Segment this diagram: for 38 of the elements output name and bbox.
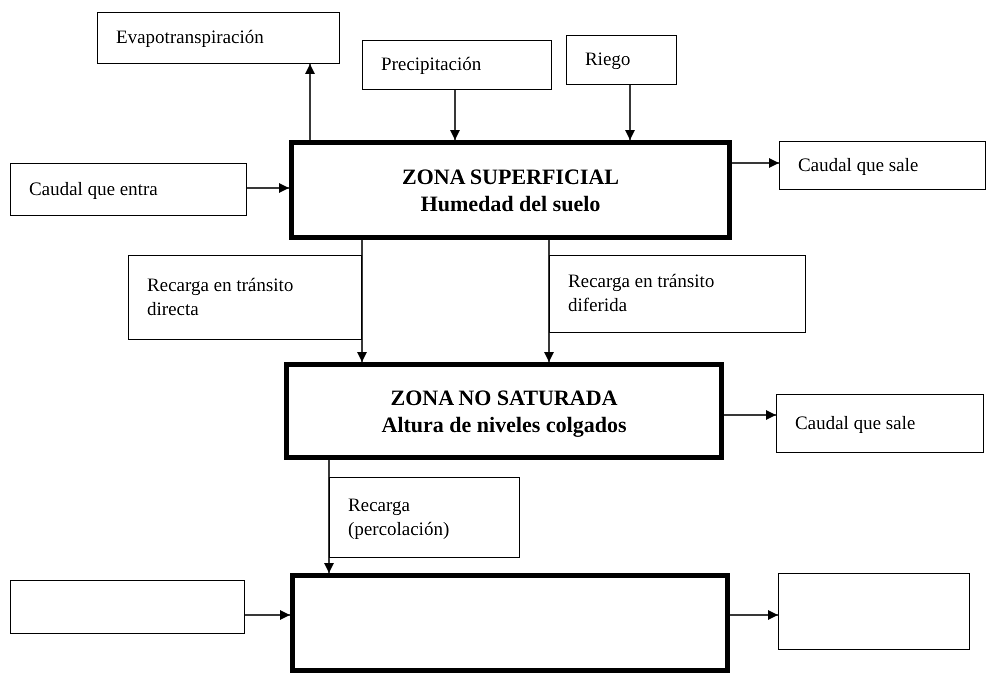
arrow [625,85,635,140]
box-label: Riego [585,48,632,72]
box-label: Precipitación [381,53,482,77]
box-label: Evapotranspiración [116,26,265,50]
box-label: Caudal que entra [29,178,159,202]
arrow [732,158,779,168]
process-box [128,255,362,340]
zone-box [284,362,724,460]
process-box [549,255,806,333]
arrow [450,90,460,140]
arrow [324,460,334,573]
process-box [566,35,677,85]
zone-title: ZONA NO SATURADA [390,384,618,411]
process-box [779,141,986,190]
box-label: Caudal que sale [795,412,916,436]
zone-subtitle: Humedad del suelo [420,190,600,218]
process-box [97,12,340,64]
arrow [730,610,778,620]
box-label: Caudal que sale [798,154,920,178]
arrow [357,240,367,362]
arrow [245,610,290,620]
process-box [329,477,520,558]
arrow [247,183,289,193]
arrow [544,240,554,362]
empty-box [778,573,970,650]
box-label: Recarga en tránsito directa [147,274,294,322]
zone-box [289,140,732,240]
zone-box [290,573,730,673]
arrow [724,410,776,420]
empty-box [10,580,245,634]
process-box [776,394,984,453]
box-label: Recarga en tránsito diferida [568,270,716,318]
box-label: Recarga (percolación) [348,494,450,542]
zone-subtitle: Altura de niveles colgados [381,411,627,438]
process-box [362,40,552,90]
zone-title: ZONA SUPERFICIAL [402,162,619,190]
process-box [10,163,247,216]
arrow [305,64,315,140]
